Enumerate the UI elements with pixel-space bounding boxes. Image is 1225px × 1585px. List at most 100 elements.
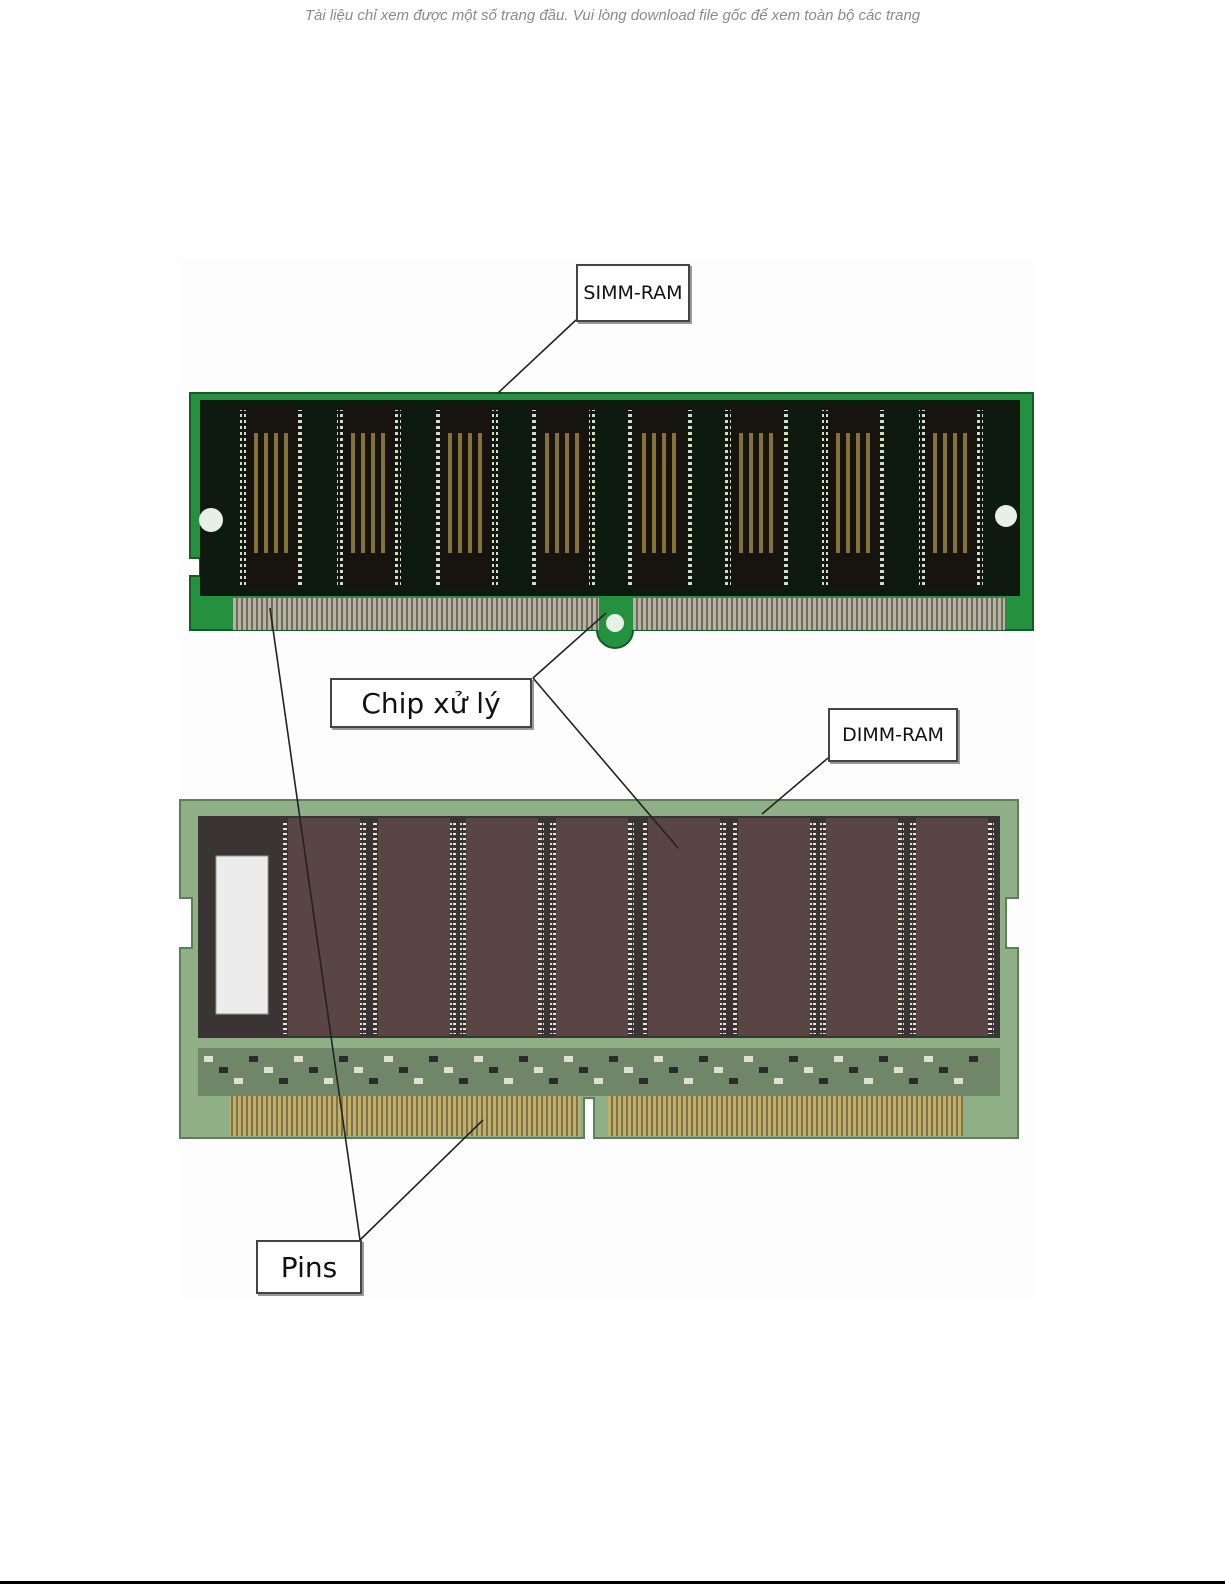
smd-component [954, 1078, 963, 1084]
chip-leg [531, 410, 537, 588]
chip-marking [478, 433, 482, 553]
preview-notice: Tài liệu chỉ xem được một số trang đầu. … [0, 7, 1225, 24]
simm-pins [633, 598, 1005, 630]
chip-leg [910, 820, 916, 1034]
chip-marking [254, 433, 258, 553]
smd-component [834, 1056, 843, 1062]
chip-leg [298, 410, 304, 588]
smd-component [894, 1067, 903, 1073]
chip-marking [274, 433, 278, 553]
simm-chip [537, 408, 589, 588]
smd-component [879, 1056, 888, 1062]
dimm-chip [288, 818, 360, 1036]
chip-leg [337, 410, 343, 588]
callout-pins: Pins [256, 1240, 362, 1294]
chip-leg [538, 820, 544, 1034]
simm-chip [925, 408, 977, 588]
chip-marking [545, 433, 549, 553]
chip-marking [953, 433, 957, 553]
smd-component [909, 1078, 918, 1084]
chip-leg [977, 410, 983, 588]
dimm-chip [556, 818, 628, 1036]
smd-component [414, 1078, 423, 1084]
smd-component [534, 1067, 543, 1073]
callout-processing-chip: Chip xử lý [330, 678, 532, 728]
smd-component [729, 1078, 738, 1084]
smd-component [654, 1056, 663, 1062]
smd-component [624, 1067, 633, 1073]
smd-component [354, 1067, 363, 1073]
smd-component [864, 1078, 873, 1084]
chip-marking [468, 433, 472, 553]
dimm-chip [826, 818, 898, 1036]
chip-marking [963, 433, 967, 553]
chip-leg [919, 410, 925, 588]
smd-component [594, 1078, 603, 1084]
chip-marking [351, 433, 355, 553]
chip-marking [846, 433, 850, 553]
chip-leg [720, 820, 726, 1034]
chip-leg [820, 820, 826, 1034]
chip-leg [783, 410, 789, 588]
smd-component [429, 1056, 438, 1062]
chip-leg [810, 820, 816, 1034]
smd-component [819, 1078, 828, 1084]
simm-chip [828, 408, 880, 588]
chip-marking [652, 433, 656, 553]
chip-marking [642, 433, 646, 553]
chip-marking [264, 433, 268, 553]
smd-component [939, 1067, 948, 1073]
smd-component [639, 1078, 648, 1084]
chip-marking [458, 433, 462, 553]
simm-chip [246, 408, 298, 588]
smd-component [204, 1056, 213, 1062]
smd-component [849, 1067, 858, 1073]
chip-marking [749, 433, 753, 553]
chip-leg [642, 820, 648, 1034]
smd-component [669, 1067, 678, 1073]
smd-component [309, 1067, 318, 1073]
smd-component [579, 1067, 588, 1073]
chip-leg [240, 410, 246, 588]
chip-marking [933, 433, 937, 553]
chip-marking [575, 433, 579, 553]
smd-component [759, 1067, 768, 1073]
simm-chip [731, 408, 783, 588]
chip-leg [732, 820, 738, 1034]
chip-leg [898, 820, 904, 1034]
smd-component [324, 1078, 333, 1084]
smd-component [384, 1056, 393, 1062]
chip-leg [372, 820, 378, 1034]
smd-component [804, 1067, 813, 1073]
smd-component [684, 1078, 693, 1084]
chip-leg [492, 410, 498, 588]
smd-component [774, 1078, 783, 1084]
chip-marking [943, 433, 947, 553]
smd-component [279, 1078, 288, 1084]
dimm-module [180, 800, 1018, 1138]
simm-chip [440, 408, 492, 588]
dimm-pins [230, 1096, 580, 1136]
chip-marking [866, 433, 870, 553]
chip-marking [759, 433, 763, 553]
chip-leg [434, 410, 440, 588]
smd-component [369, 1078, 378, 1084]
dimm-chip [378, 818, 450, 1036]
chip-marking [672, 433, 676, 553]
chip-marking [361, 433, 365, 553]
ram-illustration [178, 258, 1036, 1300]
dimm-chip [466, 818, 538, 1036]
smd-component [264, 1067, 273, 1073]
dimm-chip [916, 818, 988, 1036]
page-bottom-rule [0, 1581, 1225, 1584]
smd-component [744, 1056, 753, 1062]
chip-marking [381, 433, 385, 553]
smd-component [789, 1056, 798, 1062]
smd-component [504, 1078, 513, 1084]
chip-leg [282, 820, 288, 1034]
smd-component [399, 1067, 408, 1073]
smd-component [564, 1056, 573, 1062]
chip-leg [880, 410, 886, 588]
smd-component [294, 1056, 303, 1062]
smd-component [969, 1056, 978, 1062]
